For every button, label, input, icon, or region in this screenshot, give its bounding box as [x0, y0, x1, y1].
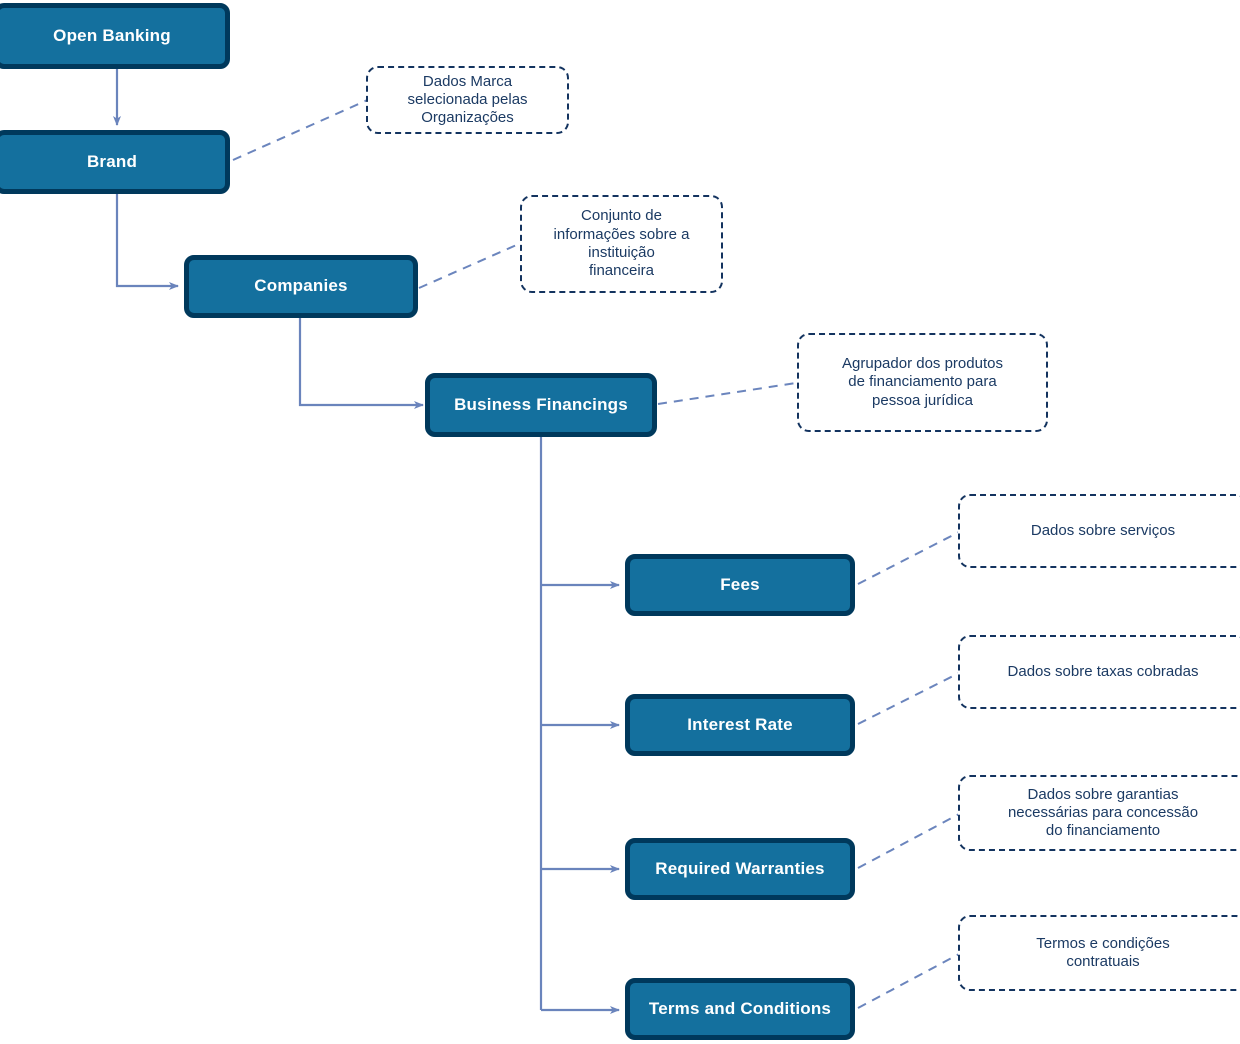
callout-fees: Dados sobre serviços: [958, 494, 1240, 568]
leader-interest-rate-to-callout: [857, 671, 962, 725]
node-business-financings[interactable]: Business Financings: [425, 373, 657, 437]
node-interest-rate[interactable]: Interest Rate: [625, 694, 855, 756]
node-brand[interactable]: Brand: [0, 130, 230, 194]
node-required-warranties[interactable]: Required Warranties: [625, 838, 855, 900]
callout-terms-and-conditions: Termos e condições contratuais: [958, 915, 1240, 991]
leader-fees-to-callout: [857, 530, 962, 585]
node-open-banking[interactable]: Open Banking: [0, 3, 230, 69]
callout-fees-text: Dados sobre serviços: [1030, 521, 1176, 539]
node-required-warranties-label: Required Warranties: [655, 858, 825, 878]
leader-companies-to-callout: [418, 242, 522, 289]
callout-business-financings: Agrupador dos produtos de financiamento …: [797, 333, 1048, 432]
node-interest-rate-label: Interest Rate: [687, 714, 793, 734]
leader-brand-to-callout: [232, 97, 373, 161]
callout-interest-rate-text: Dados sobre taxas cobradas: [1007, 662, 1199, 680]
callout-required-warranties: Dados sobre garantias necessárias para c…: [958, 775, 1240, 851]
callout-terms-and-conditions-text: Termos e condições contratuais: [1036, 934, 1170, 970]
callout-companies: Conjunto de informações sobre a institui…: [520, 195, 723, 293]
callout-interest-rate: Dados sobre taxas cobradas: [958, 635, 1240, 709]
node-companies-label: Companies: [254, 276, 348, 296]
callout-required-warranties-text: Dados sobre garantias necessárias para c…: [1007, 785, 1199, 840]
leader-required-warranties-to-callout: [857, 812, 962, 869]
callout-business-financings-text: Agrupador dos produtos de financiamento …: [842, 355, 1003, 409]
edge-companies-to-business-financings: [298, 318, 424, 409]
leader-terms-and-conditions-to-callout: [857, 952, 962, 1009]
node-brand-label: Brand: [86, 151, 138, 171]
callout-brand: Dados Marca selecionada pelas Organizaçõ…: [366, 66, 569, 134]
node-terms-and-conditions[interactable]: Terms and Conditions: [625, 978, 855, 1040]
node-terms-and-conditions-label: Terms and Conditions: [648, 998, 832, 1018]
node-companies[interactable]: Companies: [184, 255, 418, 318]
node-business-financings-label: Business Financings: [454, 394, 628, 414]
leader-business-financings-to-callout: [657, 382, 797, 405]
edge-brand-to-companies: [115, 194, 179, 290]
node-open-banking-label: Open Banking: [53, 25, 171, 45]
callout-companies-text: Conjunto de informações sobre a institui…: [553, 207, 690, 280]
node-fees[interactable]: Fees: [625, 554, 855, 616]
callout-brand-text: Dados Marca selecionada pelas Organizaçõ…: [407, 72, 528, 127]
node-fees-label: Fees: [720, 574, 760, 594]
